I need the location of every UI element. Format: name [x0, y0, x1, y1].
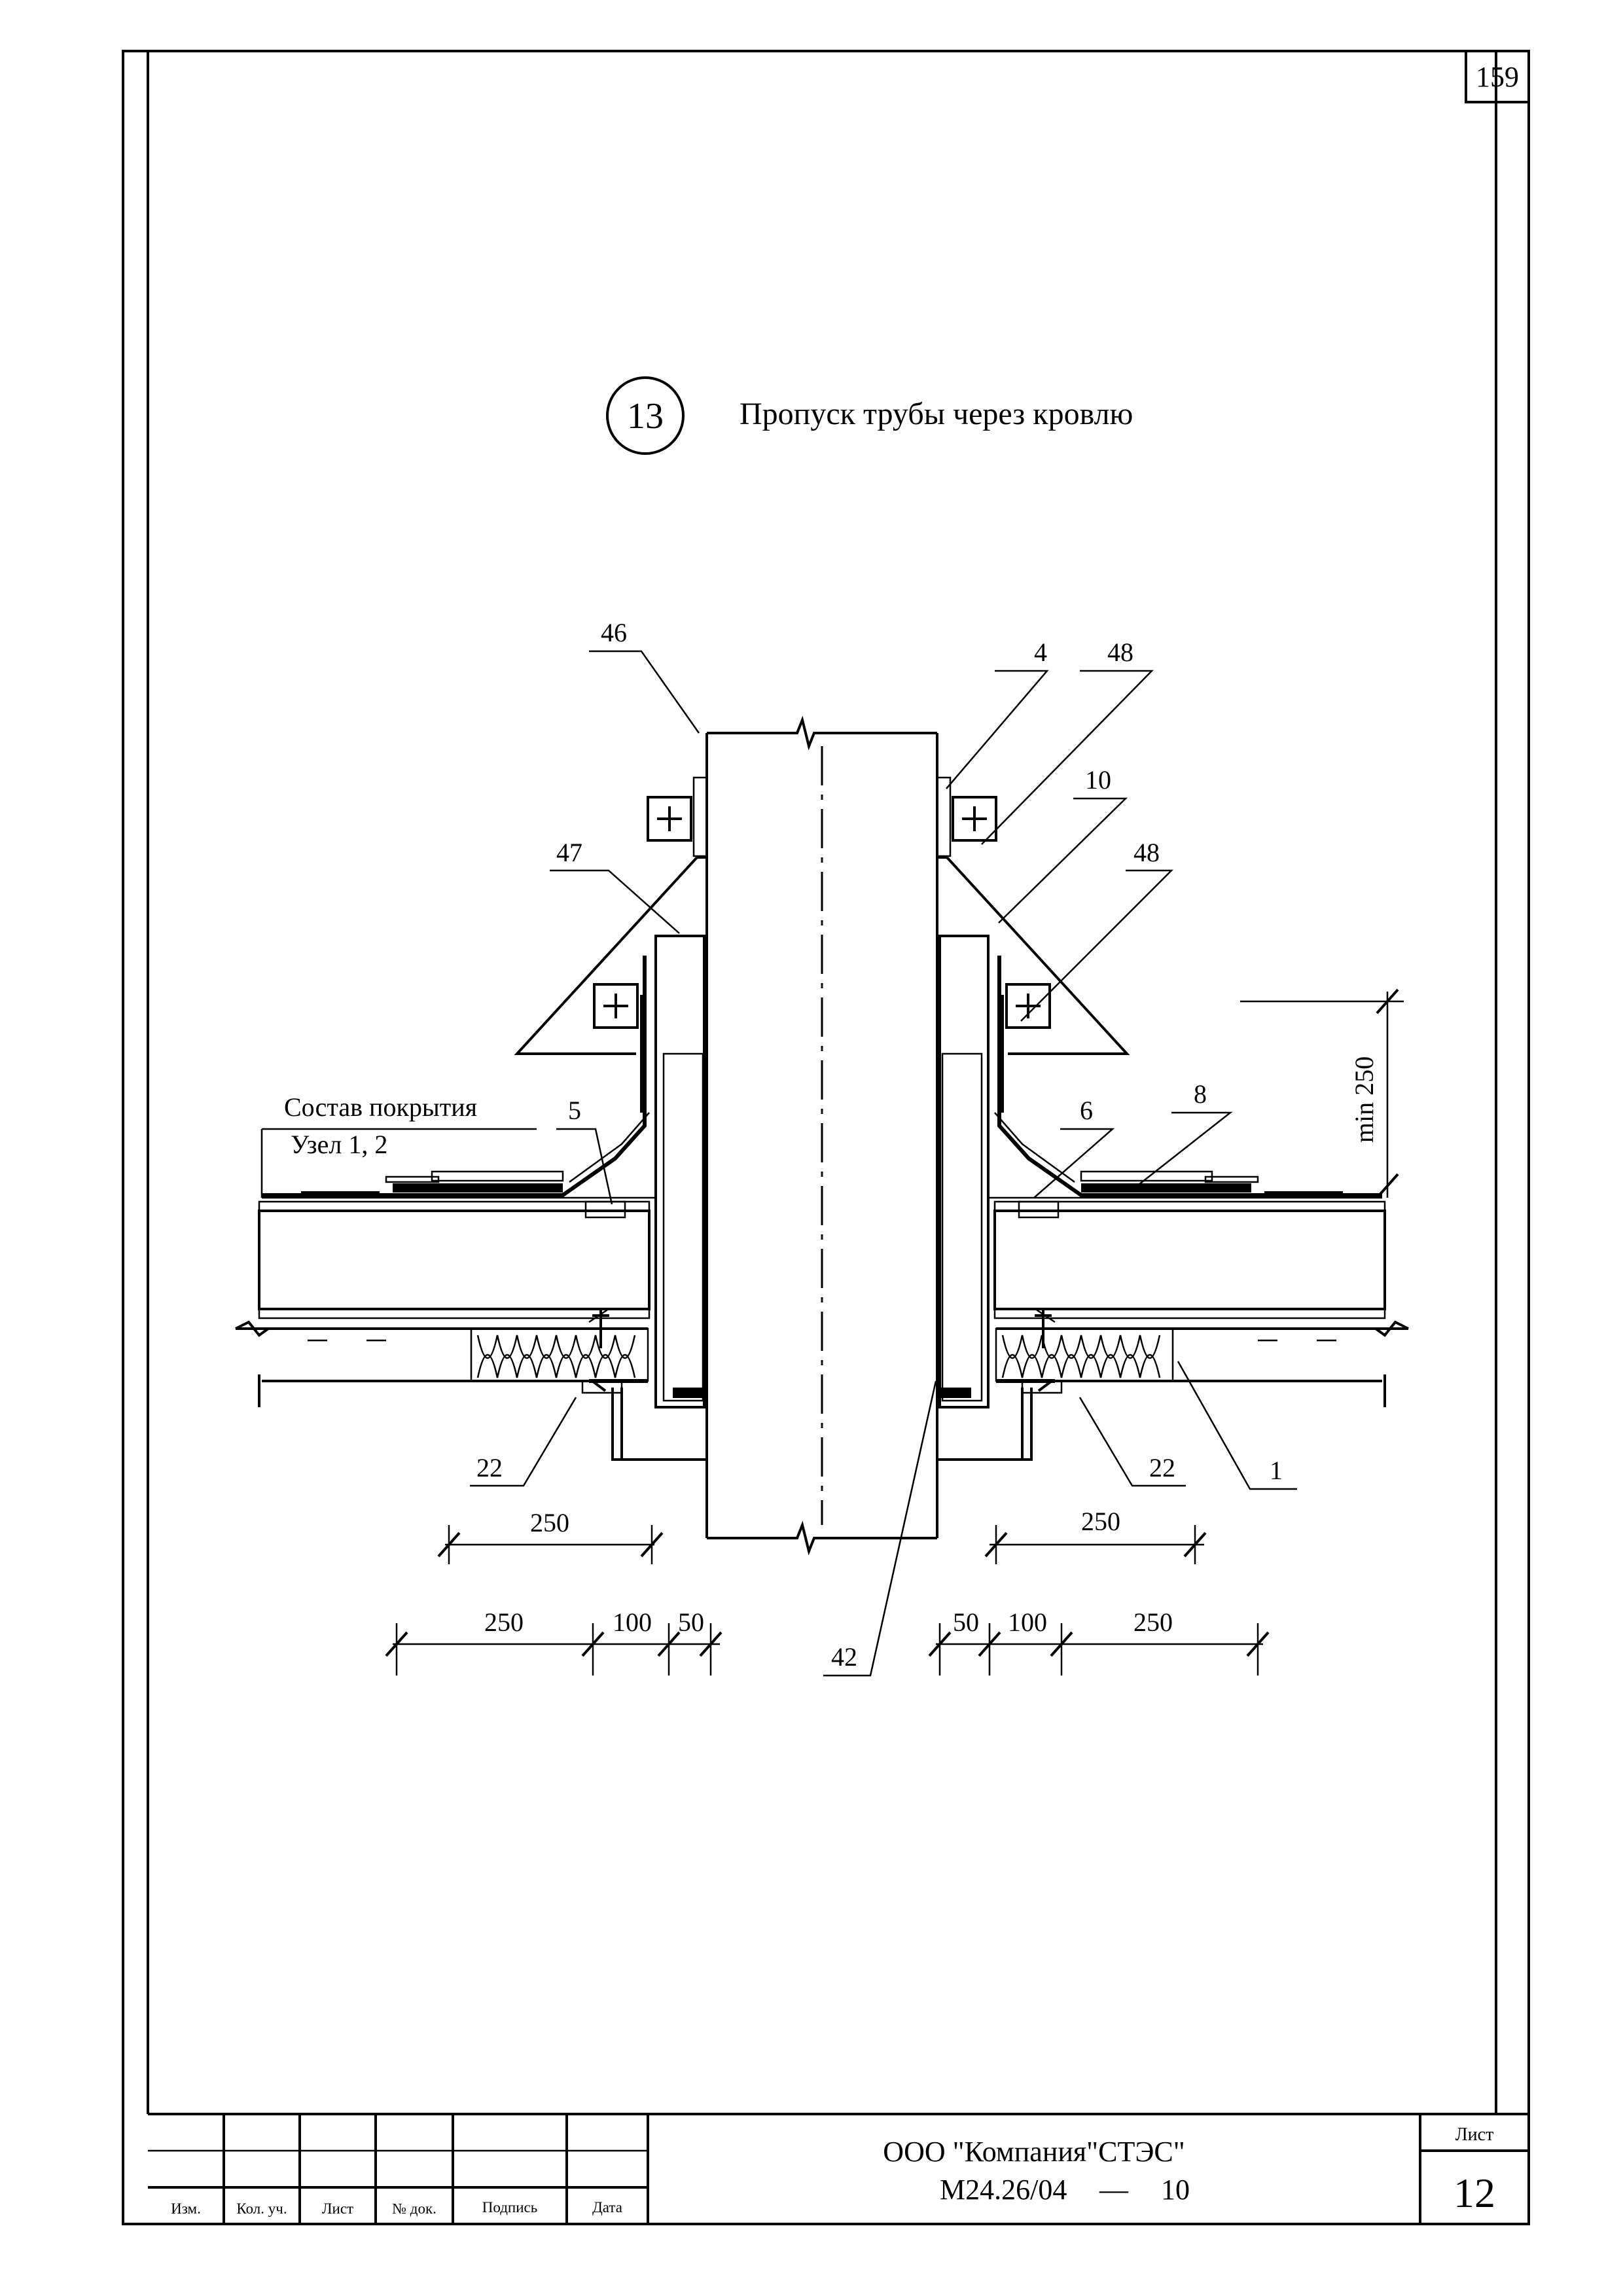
tb-col-signature: Подпись — [482, 2199, 537, 2215]
dim-right-50: 50 — [953, 1607, 979, 1637]
callout-22-right: 22 — [1149, 1453, 1175, 1482]
sheet-frame — [122, 50, 1530, 2225]
tb-col-list: Лист — [322, 2200, 353, 2217]
dimensions-upper: 250 250 — [437, 1507, 1207, 1564]
callout-46: 46 — [601, 618, 627, 647]
dimension-min-height: min 250 — [1240, 988, 1404, 1199]
note-roof-composition: Состав покрытия — [284, 1092, 477, 1122]
callout-10: 10 — [1085, 765, 1111, 795]
page-number: 159 — [1476, 61, 1519, 93]
detail-title: Пропуск трубы через кровлю — [740, 397, 1133, 431]
pipe-penetration-drawing: 46 4 48 10 47 48 5 6 8 22 22 1 42 Состав… — [235, 618, 1409, 1677]
tb-doc-dash: — — [1099, 2174, 1129, 2206]
callout-6: 6 — [1080, 1096, 1093, 1125]
callout-1: 1 — [1270, 1456, 1283, 1485]
detail-heading: 13 Пропуск трубы через кровлю — [606, 376, 1133, 455]
callout-22-left: 22 — [476, 1453, 503, 1482]
leader-lines — [260, 650, 1297, 1677]
note-nodes: Узел 1, 2 — [291, 1130, 387, 1159]
dim-left-250: 250 — [484, 1607, 524, 1637]
tb-doc-suffix: 10 — [1161, 2174, 1190, 2206]
callout-5: 5 — [568, 1096, 581, 1125]
detail-number: 13 — [627, 396, 664, 437]
roof-layers-right — [937, 956, 1409, 1461]
clamp-lower-left — [593, 983, 639, 1029]
callout-48-upper: 48 — [1107, 637, 1133, 667]
tb-sheet-label: Лист — [1455, 2125, 1494, 2145]
dim-left-50: 50 — [678, 1607, 704, 1637]
clamp-lower-right — [1005, 983, 1051, 1029]
dim-right-250: 250 — [1133, 1607, 1173, 1637]
tb-sheet-number: 12 — [1454, 2170, 1495, 2216]
pipe-sleeve — [654, 935, 990, 1408]
cone-collar — [514, 776, 1130, 1113]
tb-company: ООО "Компания"СТЭС" — [883, 2136, 1185, 2168]
title-block — [148, 2113, 1529, 2224]
dimensions-lower: 250 100 50 50 100 250 — [385, 1607, 1270, 1676]
tb-col-kol-uch: Кол. уч. — [236, 2200, 287, 2217]
tb-col-date: Дата — [592, 2199, 622, 2215]
callout-48-lower: 48 — [1133, 838, 1160, 867]
roof-layers-left — [235, 956, 707, 1461]
dim-right-250-upper: 250 — [1081, 1507, 1120, 1536]
clamp-upper-right — [952, 796, 997, 842]
detail-number-circle — [606, 376, 685, 455]
tb-col-doc: № док. — [392, 2200, 437, 2217]
pipe — [705, 715, 938, 1556]
callout-47: 47 — [556, 838, 582, 867]
callout-4: 4 — [1034, 637, 1047, 667]
tb-col-izm: Изм. — [171, 2200, 201, 2217]
callout-8: 8 — [1194, 1079, 1207, 1109]
dim-left-100: 100 — [613, 1607, 652, 1637]
dim-left-250-upper: 250 — [530, 1508, 569, 1537]
dim-right-100: 100 — [1008, 1607, 1047, 1637]
clamp-upper-left — [647, 796, 692, 842]
dim-min-250: min 250 — [1349, 1056, 1379, 1143]
callout-42: 42 — [831, 1642, 857, 1672]
tb-doc-code: М24.26/04 — [940, 2174, 1067, 2206]
